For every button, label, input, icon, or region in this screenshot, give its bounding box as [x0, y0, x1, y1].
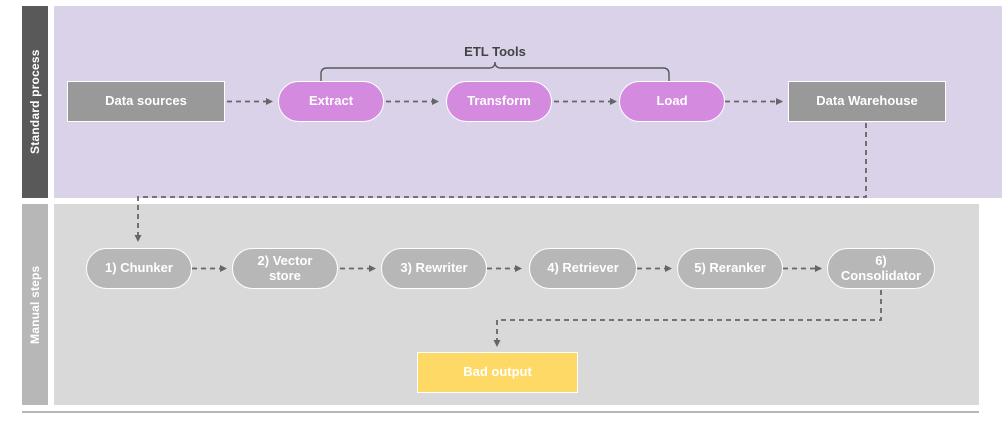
node-data-warehouse-label: Data Warehouse [816, 93, 918, 109]
node-vector-store[interactable]: 2) Vector store [232, 248, 338, 289]
node-transform-label: Transform [467, 93, 531, 109]
node-chunker[interactable]: 1) Chunker [86, 248, 192, 289]
band-label-manual-steps-text: Manual steps [28, 265, 42, 344]
node-vector-store-label-line1: 2) Vector [257, 252, 313, 268]
node-chunker-label: 1) Chunker [105, 260, 173, 276]
node-consolidator-label: 6) Consolidator [840, 252, 922, 284]
node-bad-output[interactable]: Bad output [417, 352, 578, 393]
node-reranker[interactable]: 5) Reranker [677, 248, 783, 289]
node-data-warehouse[interactable]: Data Warehouse [788, 81, 946, 122]
node-load-label: Load [656, 93, 688, 109]
node-transform[interactable]: Transform [446, 81, 552, 122]
node-retriever[interactable]: 4) Retriever [529, 248, 637, 289]
node-consolidator-label-line2: Consolidator [840, 267, 922, 283]
node-data-sources[interactable]: Data sources [67, 81, 225, 122]
node-vector-store-label: 2) Vector store [257, 252, 313, 284]
band-label-standard-process: Standard process [22, 6, 48, 198]
band-label-manual-steps: Manual steps [22, 204, 48, 405]
node-extract-label: Extract [308, 93, 354, 109]
node-load[interactable]: Load [619, 81, 725, 122]
node-rewriter[interactable]: 3) Rewriter [381, 248, 487, 289]
node-reranker-label: 5) Reranker [694, 260, 766, 276]
node-extract[interactable]: Extract [278, 81, 384, 122]
node-bad-output-label: Bad output [463, 364, 532, 380]
node-retriever-label: 4) Retriever [547, 260, 619, 276]
bottom-separator [22, 411, 979, 413]
node-rewriter-label: 3) Rewriter [400, 260, 468, 276]
node-data-sources-label: Data sources [105, 93, 187, 109]
band-label-standard-process-text: Standard process [28, 49, 42, 155]
node-consolidator-label-line1: 6) [875, 252, 887, 268]
node-vector-store-label-line2: store [269, 267, 301, 283]
etl-tools-label: ETL Tools [464, 44, 526, 59]
node-consolidator[interactable]: 6) Consolidator [827, 248, 935, 289]
